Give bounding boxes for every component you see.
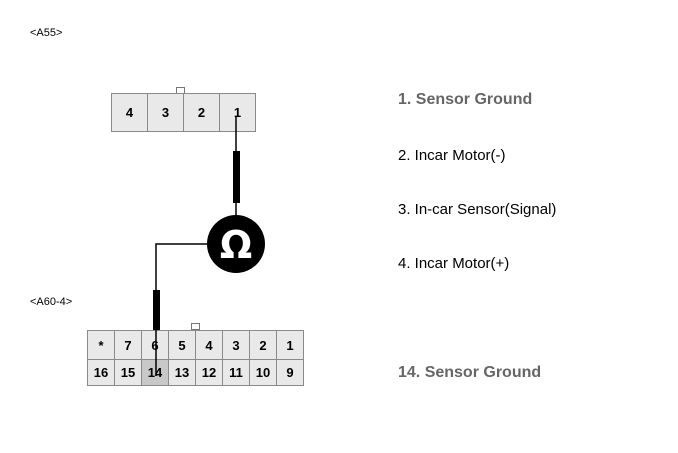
a55-pin-1: 1	[219, 93, 256, 132]
legend-item-14: 14. Sensor Ground	[398, 364, 542, 381]
a60-pin-1: 1	[276, 330, 304, 360]
a55-pin-3: 3	[147, 93, 184, 132]
a60-pin-14: 14	[141, 359, 169, 386]
legend-item-4: 4. Incar Motor(+)	[398, 255, 510, 272]
probe-lower	[153, 290, 160, 342]
a60-pin-15: 15	[114, 359, 142, 386]
a60-pin-11: 11	[222, 359, 250, 386]
legend-item-1: 1. Sensor Ground	[398, 91, 533, 108]
connector-a60-label: <A60-4>	[30, 296, 73, 308]
a60-pin-9: 9	[276, 359, 304, 386]
legend-item-2: 2. Incar Motor(-)	[398, 147, 506, 164]
legend-item-3: 3. In-car Sensor(Signal)	[398, 201, 557, 218]
probe-upper	[233, 151, 240, 203]
a55-pin-2: 2	[183, 93, 220, 132]
a60-pin-13: 13	[168, 359, 196, 386]
a55-pin-4: 4	[111, 93, 148, 132]
connector-a60-key	[191, 323, 200, 330]
a60-pin-12: 12	[195, 359, 223, 386]
ohm-meter-icon: Ω	[207, 215, 265, 273]
ohm-symbol: Ω	[220, 223, 252, 267]
connector-a55-label: <A55>	[30, 27, 63, 39]
a60-pin-16: 16	[87, 359, 115, 386]
a60-pin-4: 4	[195, 330, 223, 360]
